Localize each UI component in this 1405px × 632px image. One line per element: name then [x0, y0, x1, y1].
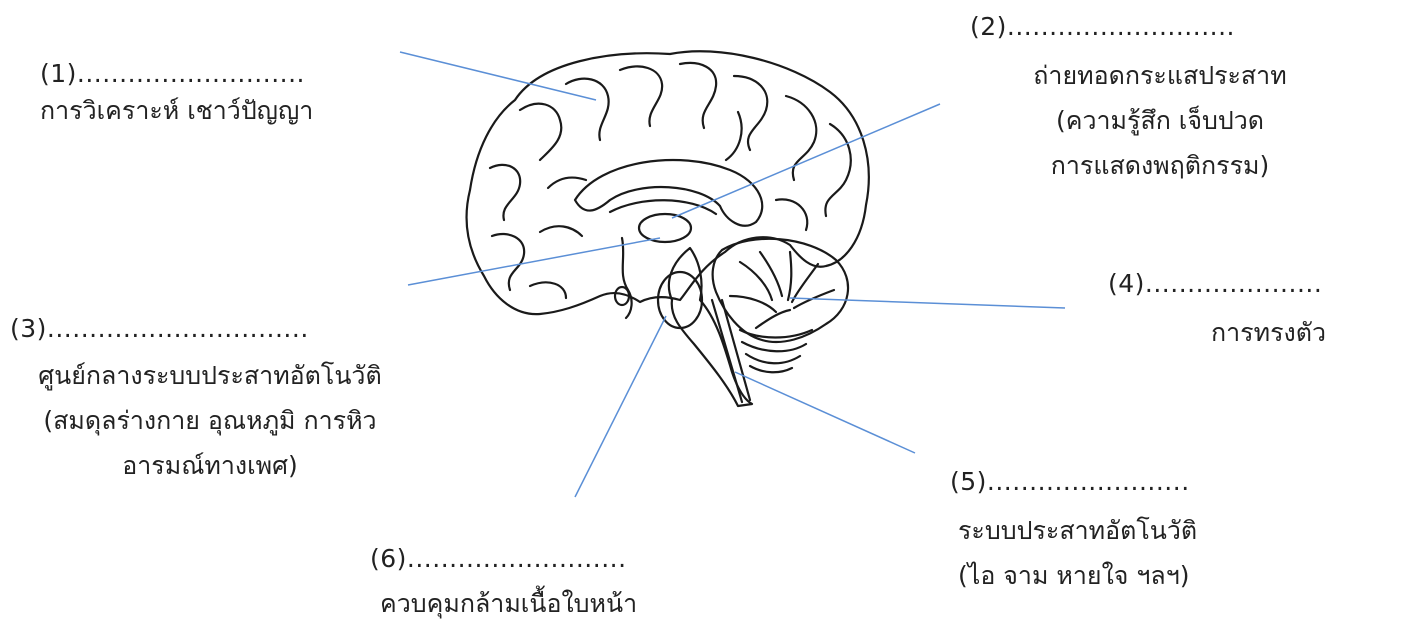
- leader-line-1: [400, 52, 596, 100]
- thalamus: [639, 214, 691, 242]
- label-2-desc-3: การแสดงพฤติกรรม): [960, 147, 1360, 184]
- label-4-desc: การทรงตัว: [1108, 314, 1398, 351]
- gyrus-14: [726, 112, 742, 160]
- gyrus-4: [680, 63, 716, 128]
- label-6-blank: (6)..........................: [350, 540, 730, 577]
- gyrus-1: [520, 104, 561, 160]
- cerebrum-outline: [466, 51, 868, 314]
- fornix: [610, 200, 716, 214]
- hypothalamus: [622, 238, 632, 318]
- gyrus-8: [490, 165, 520, 220]
- brain-sagittal-section: [466, 51, 868, 406]
- arbor-vitae-2: [760, 252, 782, 296]
- gyrus-7: [825, 124, 850, 216]
- label-5: (5)........................ ระบบประสาทอั…: [948, 463, 1278, 594]
- leader-line-6: [575, 316, 666, 497]
- arbor-vitae-1: [740, 262, 772, 300]
- leader-line-5: [735, 372, 915, 453]
- label-1-blank: (1)...........................: [12, 55, 412, 92]
- label-2-desc-2: (ความรู้สึก เจ็บปวด: [960, 102, 1360, 139]
- arbor-vitae-4: [792, 264, 818, 302]
- label-2-desc-1: ถ่ายทอดกระแสประสาท: [960, 57, 1360, 94]
- gyrus-11: [776, 199, 807, 230]
- label-6: (6).......................... ควบคุมกล้า…: [350, 540, 730, 622]
- label-3-desc-3: อารมณ์ทางเพศ): [0, 447, 420, 484]
- label-3-blank: (3)...............................: [0, 310, 420, 347]
- label-3: (3)............................... ศูนย์…: [0, 310, 420, 484]
- label-1: (1)........................... การวิเครา…: [12, 55, 412, 129]
- gyrus-13: [540, 226, 582, 236]
- cerebellum-folia-2: [742, 342, 806, 351]
- label-4: (4)..................... การทรงตัว: [1108, 265, 1398, 351]
- arbor-vitae-6: [730, 296, 776, 312]
- leader-line-2: [672, 104, 940, 218]
- label-2: (2)........................... ถ่ายทอดกร…: [960, 8, 1360, 184]
- label-2-blank: (2)...........................: [960, 8, 1360, 45]
- corpus-callosum: [575, 160, 762, 226]
- label-5-desc-1: ระบบประสาทอัตโนวัติ: [948, 512, 1278, 549]
- label-5-blank: (5)........................: [948, 463, 1278, 500]
- gyrus-9: [492, 234, 524, 290]
- cerebellum-folia-4: [750, 366, 792, 372]
- cerebellum-folia-3: [746, 354, 800, 363]
- gyrus-10: [530, 282, 566, 298]
- gyrus-2: [566, 79, 609, 140]
- gyrus-3: [620, 66, 662, 126]
- label-5-desc-2: (ไอ จาม หายใจ ฯลฯ): [948, 557, 1278, 594]
- arbor-vitae-7: [756, 310, 790, 328]
- label-1-desc: การวิเคราะห์ เชาว์ปัญญา: [12, 92, 412, 129]
- label-3-desc-2: (สมดุลร่างกาย อุณหภูมิ การหิว: [0, 402, 420, 439]
- leader-line-4: [790, 298, 1065, 308]
- label-3-desc-1: ศูนย์กลางระบบประสาทอัตโนวัติ: [0, 357, 420, 394]
- label-6-desc: ควบคุมกล้ามเนื้อใบหน้า: [350, 585, 730, 622]
- label-4-blank: (4).....................: [1108, 265, 1398, 302]
- gyrus-12: [548, 178, 586, 188]
- arbor-vitae-3: [788, 252, 791, 300]
